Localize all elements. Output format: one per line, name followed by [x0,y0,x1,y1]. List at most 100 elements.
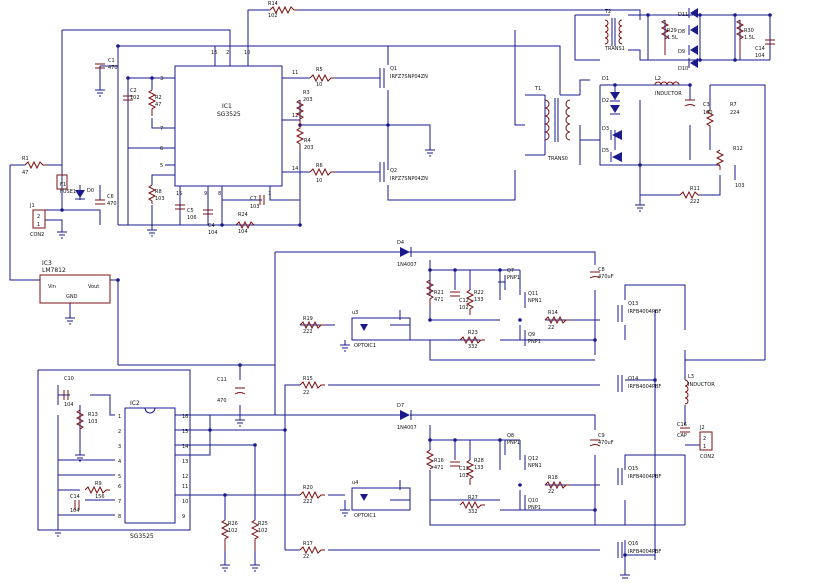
svg-text:106: 106 [187,215,197,221]
d4-1n4007-diode [400,247,412,257]
top-wiring [61,9,771,360]
svg-text:PNP1: PNP1 [507,440,520,446]
c14-capacitor [765,39,775,45]
svg-text:C14: C14 [70,494,80,500]
svg-text:104: 104 [238,229,248,235]
svg-text:1: 1 [268,191,271,197]
d1-diode [610,92,620,102]
svg-text:L2: L2 [655,76,661,82]
svg-text:15: 15 [182,429,188,435]
gnd-11 [53,529,63,537]
j1-connector [32,209,46,229]
d7-1n4007-diode [400,410,412,420]
svg-text:8: 8 [118,514,121,520]
svg-text:IRFB4004PBF: IRFB4004PBF [628,549,661,555]
c4-capacitor [203,209,213,215]
ic1-part: SG3525 [217,111,241,118]
svg-text:10: 10 [182,499,188,505]
r25-resistor [250,519,260,551]
svg-text:10: 10 [316,178,322,184]
svg-text:332: 332 [468,509,478,515]
svg-text:R14: R14 [548,310,558,316]
svg-text:102: 102 [459,305,469,311]
r3-resistor [295,99,305,125]
svg-text:9: 9 [182,514,185,520]
svg-text:8: 8 [218,191,221,197]
r9-resistor [84,485,110,495]
svg-text:R25: R25 [258,521,268,527]
q13-mosfet [617,305,623,322]
svg-text:5: 5 [160,163,163,169]
svg-text:C1: C1 [108,58,115,64]
q7-transistor [498,275,506,290]
svg-text:R13: R13 [88,412,98,418]
svg-text:u3: u3 [352,310,358,316]
svg-text:C7: C7 [250,196,257,202]
svg-text:NPN1: NPN1 [528,298,542,304]
svg-text:TRANS1: TRANS1 [604,46,625,52]
svg-text:104: 104 [64,402,74,408]
svg-text:3: 3 [160,76,163,82]
svg-text:22: 22 [303,390,309,396]
svg-text:100: 100 [703,110,713,116]
svg-text:470uF: 470uF [598,440,614,446]
t1-secondary [565,99,571,141]
svg-text:5: 5 [118,474,121,480]
svg-text:22: 22 [548,489,554,495]
c10-capacitor [63,390,69,400]
svg-text:INDUCTOR: INDUCTOR [655,91,682,97]
svg-text:6: 6 [118,484,121,490]
svg-text:D8: D8 [678,29,685,35]
svg-text:IRFB4004PBF: IRFB4004PBF [628,309,661,315]
c7-capacitor [259,195,265,205]
svg-text:IRFZ7SNP04ZN: IRFZ7SNP04ZN [390,74,428,80]
svg-text:R2: R2 [155,95,162,101]
svg-text:471: 471 [434,297,444,303]
r18-resistor [544,480,570,490]
svg-text:D5: D5 [602,148,609,154]
svg-text:1.5L: 1.5L [667,35,678,41]
svg-text:C5: C5 [187,208,194,214]
svg-text:103: 103 [250,204,260,210]
c12-capacitor [450,291,460,297]
gnd-14 [620,574,630,579]
c1-capacitor [95,63,105,69]
svg-text:22: 22 [548,325,554,331]
svg-text:133: 133 [474,297,484,303]
svg-text:R15: R15 [303,376,313,382]
magnetics [544,18,680,142]
svg-text:2: 2 [37,214,40,220]
c14b-capacitor [74,500,80,510]
c6-capacitor [95,199,105,205]
r7-resistor [705,109,715,130]
c16-capacitor [680,427,690,433]
svg-text:D9: D9 [678,49,685,55]
svg-text:IRFZ7SNP04ZN: IRFZ7SNP04ZN [390,176,428,182]
gnd-3 [425,149,435,157]
c5-capacitor [175,204,185,210]
svg-text:C11: C11 [217,377,227,383]
svg-text:OPTOIC1: OPTOIC1 [354,513,376,519]
svg-text:R26: R26 [228,521,238,527]
gnd-4 [57,231,67,239]
svg-text:CON2: CON2 [30,232,44,238]
svg-text:C12: C12 [459,298,469,304]
svg-text:104: 104 [755,53,765,59]
svg-text:Q10: Q10 [528,498,538,504]
svg-text:7: 7 [160,126,163,132]
svg-text:Q15: Q15 [628,466,638,472]
svg-text:R29: R29 [667,28,677,34]
r14-resistor [544,315,570,325]
svg-text:R11: R11 [690,186,700,192]
svg-text:D2: D2 [602,98,609,104]
d8-diode [688,25,698,35]
svg-text:R21: R21 [434,290,444,296]
r14-top-resistor [269,5,298,15]
r15-resistor [299,380,325,390]
svg-text:103: 103 [155,196,165,202]
diodes [75,8,698,420]
svg-text:R23: R23 [468,330,478,336]
r1-resistor [24,160,47,170]
svg-text:R22: R22 [474,290,484,296]
